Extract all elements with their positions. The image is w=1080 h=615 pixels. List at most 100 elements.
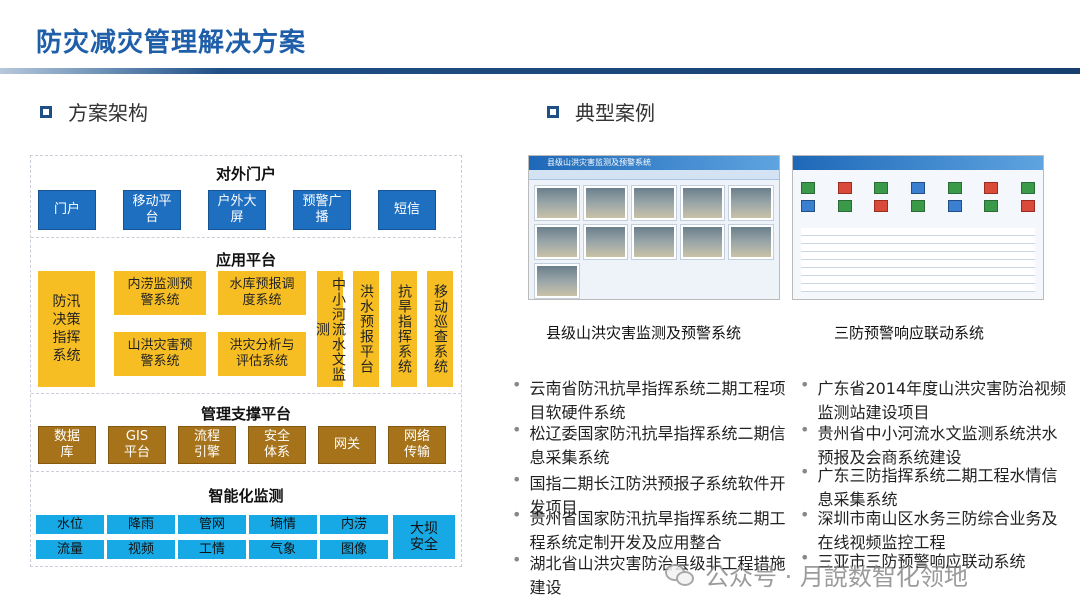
table-row — [801, 252, 1035, 260]
application-item: 水库预报调度系统 — [218, 271, 306, 315]
support-layer: 管理支撑平台 数据库 GIS平台 流程引擎 安全体系 网关 网络传输 — [31, 394, 461, 472]
table-row — [801, 236, 1035, 244]
monitoring-item: 视频 — [107, 540, 175, 559]
data-table — [801, 228, 1035, 292]
bullet-icon: • — [512, 550, 521, 598]
application-item: 洪灾分析与评估系统 — [218, 332, 306, 376]
workflow-row — [801, 182, 1035, 194]
case-list-item: •贵州省国家防汛抗旱指挥系统二期工程系统定制开发及应用整合 — [512, 505, 794, 553]
support-item: 数据库 — [38, 426, 96, 464]
workflow-node — [984, 182, 998, 194]
table-row — [801, 276, 1035, 284]
video-thumbnail — [681, 186, 725, 220]
workflow-node — [874, 200, 888, 212]
video-thumbnail — [729, 186, 773, 220]
workflow-node — [874, 182, 888, 194]
monitoring-item: 图像 — [320, 540, 388, 559]
monitoring-layer-title: 智能化监测 — [31, 485, 461, 506]
section-heading-architecture-label: 方案架构 — [68, 97, 148, 126]
monitoring-item: 工情 — [178, 540, 246, 559]
table-row — [801, 268, 1035, 276]
monitoring-item: 管网 — [178, 515, 246, 534]
case-list-item-label: 广东三防指挥系统二期工程水情信息采集系统 — [817, 462, 1068, 510]
workflow-node — [911, 182, 925, 194]
workflow-row — [801, 200, 1035, 212]
case-list-item: •贵州省中小河流水文监测系统洪水预报及会商系统建设 — [800, 420, 1068, 468]
application-vertical-item: 移动巡查系统 — [427, 271, 453, 387]
support-item: 网关 — [318, 426, 376, 464]
square-bullet-icon — [40, 106, 52, 118]
bullet-icon: • — [800, 505, 809, 553]
workflow-node — [911, 200, 925, 212]
video-thumbnail — [535, 225, 579, 259]
support-item: 安全体系 — [248, 426, 306, 464]
screenshot-flash-flood-system: 县级山洪灾害监测及预警系统 — [528, 155, 780, 300]
bullet-icon: • — [512, 375, 521, 423]
case-list-item-label: 广东省2014年度山洪灾害防治视频监测站建设项目 — [817, 375, 1068, 423]
screenshot-window-title — [793, 156, 1043, 170]
section-heading-cases: 典型案例 — [547, 97, 655, 126]
watermark: 公众号 · 月說数智化领地 — [665, 557, 968, 592]
portal-item: 短信 — [378, 190, 436, 230]
flood-command-system: 防汛决策指挥系统 — [38, 271, 95, 387]
portal-item: 预警广播 — [293, 190, 351, 230]
application-layer-title: 应用平台 — [31, 249, 461, 270]
case-list-item: •广东省2014年度山洪灾害防治视频监测站建设项目 — [800, 375, 1068, 423]
video-thumbnail — [584, 186, 628, 220]
section-heading-architecture: 方案架构 — [40, 97, 148, 126]
portal-layer: 对外门户 门户 移动平台 户外大屏 预警广播 短信 — [31, 156, 461, 238]
bullet-icon: • — [512, 420, 521, 468]
workflow-node — [984, 200, 998, 212]
bullet-icon: • — [800, 375, 809, 423]
watermark-text: 公众号 · 月說数智化领地 — [705, 557, 968, 592]
support-item: 网络传输 — [388, 426, 446, 464]
workflow-node — [838, 200, 852, 212]
case-list-item-label: 云南省防汛抗旱指挥系统二期工程项目软硬件系统 — [529, 375, 794, 423]
support-item: GIS平台 — [108, 426, 166, 464]
support-item: 流程引擎 — [178, 426, 236, 464]
workflow-node — [948, 200, 962, 212]
wechat-icon — [665, 562, 697, 588]
video-thumbnail — [535, 186, 579, 220]
monitoring-item: 气象 — [249, 540, 317, 559]
bullet-icon: • — [512, 505, 521, 553]
monitoring-item: 水位 — [36, 515, 104, 534]
title-divider — [0, 68, 1080, 74]
case-list-item: •松辽委国家防汛抗旱指挥系统二期信息采集系统 — [512, 420, 794, 468]
workflow-node — [801, 200, 815, 212]
portal-item: 门户 — [38, 190, 96, 230]
video-thumbnail — [632, 225, 676, 259]
monitoring-item: 墒情 — [249, 515, 317, 534]
workflow-node — [1021, 182, 1035, 194]
case-list-item: •深圳市南山区水务三防综合业务及在线视频监控工程 — [800, 505, 1068, 553]
application-vertical-item: 抗旱指挥系统 — [391, 271, 417, 387]
video-thumbnail — [535, 264, 579, 298]
monitoring-item: 降雨 — [107, 515, 175, 534]
page-title: 防灾减灾管理解决方案 — [36, 22, 306, 59]
table-row — [801, 244, 1035, 252]
video-thumbnail — [584, 225, 628, 259]
section-heading-cases-label: 典型案例 — [575, 97, 655, 126]
monitoring-item: 流量 — [36, 540, 104, 559]
monitoring-layer: 智能化监测 水位 降雨 管网 墒情 内涝 流量 视频 工情 气象 图像 大坝安全 — [31, 472, 461, 568]
workflow-node — [1021, 200, 1035, 212]
case-list-item: •云南省防汛抗旱指挥系统二期工程项目软硬件系统 — [512, 375, 794, 423]
video-thumbnail — [729, 225, 773, 259]
portal-item: 户外大屏 — [208, 190, 266, 230]
application-item: 内涝监测预警系统 — [114, 271, 206, 315]
screenshot-toolbar — [529, 170, 779, 180]
application-layer: 应用平台 防汛决策指挥系统 内涝监测预警系统 水库预报调度系统 山洪灾害预警系统… — [31, 238, 461, 394]
case-list-item-label: 贵州省国家防汛抗旱指挥系统二期工程系统定制开发及应用整合 — [529, 505, 794, 553]
bullet-icon: • — [800, 462, 809, 510]
workflow-node — [838, 182, 852, 194]
case-list-item-label: 贵州省中小河流水文监测系统洪水预报及会商系统建设 — [817, 420, 1068, 468]
table-row — [801, 260, 1035, 268]
video-thumbnail-grid — [529, 180, 779, 300]
video-thumbnail — [681, 225, 725, 259]
screenshot-caption: 三防预警响应联动系统 — [834, 322, 984, 343]
support-layer-title: 管理支撑平台 — [31, 403, 461, 424]
application-vertical-item: 洪水预报平台 — [353, 271, 379, 387]
application-vertical-item: 中小河流水文监测 — [317, 271, 343, 387]
case-list-item-label: 松辽委国家防汛抗旱指挥系统二期信息采集系统 — [529, 420, 794, 468]
screenshot-response-linkage-system — [792, 155, 1044, 300]
